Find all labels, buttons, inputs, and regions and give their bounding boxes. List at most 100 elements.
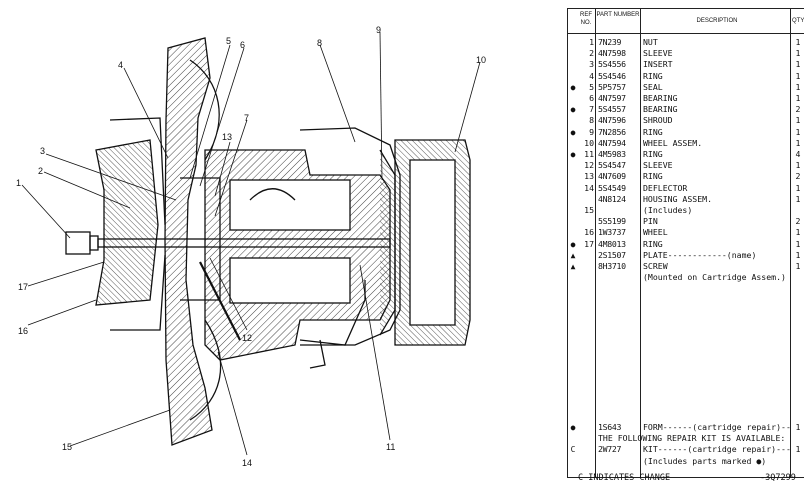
callout-14: 14 — [242, 458, 252, 468]
header-ref: REF NO. — [580, 12, 592, 26]
quantity: 2 — [795, 171, 801, 182]
ref-number: 10 — [584, 137, 594, 148]
table-row: 10 4N7594 WHEEL ASSEM. 1 — [568, 138, 804, 149]
turbocharger-section-drawing: 1 2 3 4 5 6 7 8 9 10 11 12 13 14 15 16 1… — [16, 25, 486, 468]
description: THE FOLLOWING REPAIR KIT IS AVAILABLE: — [598, 433, 786, 444]
ref-number: 13 — [584, 171, 594, 182]
ref-number: 2 — [589, 48, 594, 59]
table-row: (Mounted on Cartridge Assem.) — [568, 272, 804, 283]
change-note: C INDICATES CHANGE — [578, 473, 671, 483]
row-mark: ● — [570, 105, 576, 115]
callout-13: 13 — [222, 132, 232, 142]
description: HOUSING ASSEM. — [643, 193, 713, 204]
ref-number: 11 — [584, 149, 594, 159]
quantity: 4 — [795, 149, 801, 159]
part-number: 4M5983 — [598, 149, 626, 159]
table-row: (Includes parts marked ●) — [568, 456, 804, 467]
part-number: 5S4556 — [598, 59, 626, 70]
part-number: 5S4546 — [598, 70, 626, 81]
quantity: 2 — [795, 216, 801, 227]
ref-number: 16 — [584, 227, 594, 238]
description: RING — [643, 149, 663, 159]
ref-number: 3 — [589, 59, 594, 70]
part-number: 1W3737 — [598, 227, 626, 238]
part-number: 4N8124 — [598, 193, 626, 204]
part-number: 4N7597 — [598, 93, 626, 103]
quantity: 1 — [795, 93, 801, 103]
quantity: 1 — [795, 182, 801, 193]
description: RING — [643, 171, 663, 182]
row-mark: C — [570, 445, 576, 455]
description: SEAL — [643, 81, 663, 92]
part-number: 1S643 — [598, 422, 622, 432]
table-row: 15(Includes) — [568, 205, 804, 216]
table-row: 12 5S4547 SLEEVE 1 — [568, 160, 804, 171]
header-part-number: PART NUMBER — [596, 12, 640, 18]
callout-2: 2 — [38, 166, 43, 176]
callout-6: 6 — [240, 40, 245, 50]
callout-17: 17 — [18, 282, 28, 292]
part-number: 5S4547 — [598, 160, 626, 171]
table-row: THE FOLLOWING REPAIR KIT IS AVAILABLE: — [568, 433, 804, 444]
callout-9: 9 — [376, 25, 381, 35]
part-number: 4N7609 — [598, 171, 626, 182]
row-mark: ● — [570, 239, 576, 249]
description: KIT------(cartridge repair)------ — [643, 444, 791, 455]
part-number: 8H3710 — [598, 261, 626, 271]
figure-number: -3Q7299 — [760, 473, 796, 483]
quantity: 1 — [795, 126, 801, 137]
callout-11: 11 — [386, 442, 395, 452]
callout-4: 4 — [118, 60, 123, 70]
part-number: 4N7596 — [598, 115, 626, 126]
ref-number: 17 — [584, 238, 594, 249]
description: (Includes) — [643, 205, 693, 215]
ref-number: 5 — [589, 81, 594, 92]
description: SLEEVE — [643, 160, 673, 171]
description: NUT — [643, 37, 658, 47]
description: WHEEL — [643, 227, 668, 238]
table-row: 13 4N7609 RING 2 — [568, 171, 804, 182]
callout-12: 12 — [242, 333, 252, 343]
description: RING — [643, 126, 663, 137]
description: WHEEL ASSEM. — [643, 137, 703, 148]
quantity: 1 — [795, 261, 801, 271]
row-mark: ▲ — [570, 250, 576, 260]
quantity: 1 — [795, 37, 801, 47]
quantity: 1 — [795, 422, 801, 432]
ref-number: 6 — [589, 93, 594, 103]
part-number: 2W727 — [598, 444, 622, 455]
header-qty: QTY — [792, 18, 804, 24]
description: INSERT — [643, 59, 673, 70]
description: (Mounted on Cartridge Assem.) — [643, 272, 786, 283]
ref-number: 7 — [589, 104, 594, 115]
callout-1: 1 — [16, 178, 21, 188]
parts-list-header: REF NO. PART NUMBER DESCRIPTION QTY — [568, 9, 804, 34]
part-number: 4N7594 — [598, 137, 626, 148]
quantity: 1 — [795, 137, 801, 148]
description: PIN — [643, 216, 658, 227]
description: SLEEVE — [643, 48, 673, 59]
description: RING — [643, 70, 663, 81]
callout-16: 16 — [18, 326, 28, 336]
callout-15: 15 — [62, 442, 72, 452]
part-number: 2S1507 — [598, 249, 626, 260]
description: PLATE------------(name) — [643, 249, 757, 260]
quantity: 1 — [795, 238, 801, 249]
quantity: 1 — [795, 160, 801, 171]
callout-10: 10 — [476, 55, 486, 65]
ref-number: 12 — [584, 160, 594, 171]
row-mark: ▲ — [570, 262, 576, 271]
